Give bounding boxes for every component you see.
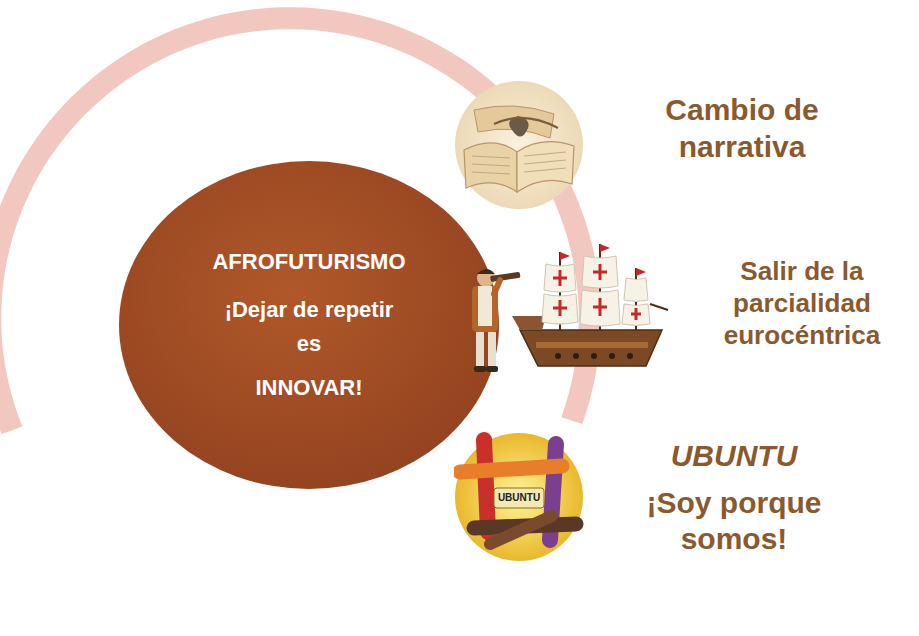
topic-label: ¡Soy porque somos! <box>626 485 842 558</box>
topic-illustration <box>450 238 672 378</box>
main-circle: AFROFUTURISMO ¡Dejar de repetir es INNOVAR… <box>118 160 500 490</box>
topic-circle: Cambio de narrativa <box>454 80 584 210</box>
topic-heading: UBUNTU <box>626 438 842 475</box>
main-slogan: ¡Dejar de repetir es <box>217 293 402 361</box>
topic-label: Cambio de narrativa <box>642 92 842 165</box>
topic-illustration <box>454 80 584 210</box>
topic-circle: Salir de la parcialidad eurocéntrica <box>450 238 672 378</box>
main-slogan: INNOVAR! <box>255 371 362 405</box>
topic-label: Salir de la parcialidad eurocéntrica <box>688 256 916 351</box>
badge-label: UBUNTU <box>492 490 546 506</box>
main-title: AFROFUTURISMO <box>212 245 405 279</box>
circle-shape <box>118 160 500 490</box>
